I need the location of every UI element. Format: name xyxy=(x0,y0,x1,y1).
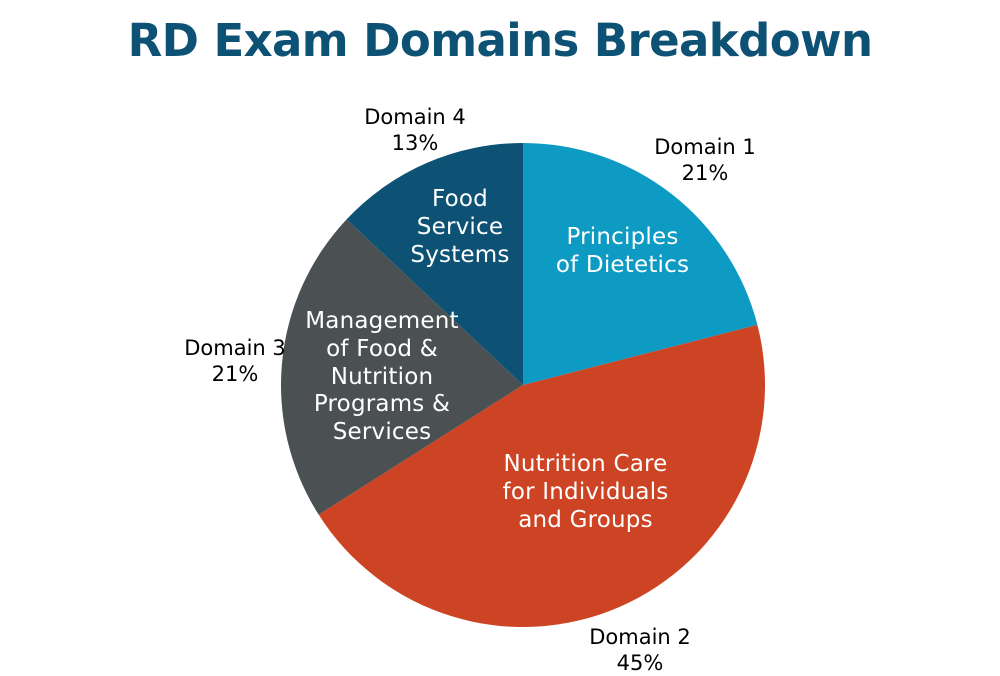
slice-label-domain-2: Nutrition Care for Individuals and Group… xyxy=(502,451,669,533)
slice-label-domain-4: Food Service Systems xyxy=(410,186,510,268)
pie-slice-2[interactable] xyxy=(318,324,766,628)
pie-slice-4[interactable] xyxy=(346,143,523,385)
callout-domain-4: Domain 4 13% xyxy=(364,105,466,155)
slice-label-domain-3: Management of Food & Nutrition Programs … xyxy=(305,308,459,446)
callout-domain-3: Domain 3 21% xyxy=(184,336,286,386)
pie-slice-3[interactable] xyxy=(280,219,523,515)
pie-slice-1[interactable] xyxy=(523,143,758,385)
callout-domain-2: Domain 2 45% xyxy=(589,625,691,675)
callout-domain-1: Domain 1 21% xyxy=(654,135,756,185)
page-title: RD Exam Domains Breakdown xyxy=(127,14,873,67)
slice-label-domain-1: Principles of Dietetics xyxy=(555,224,690,278)
